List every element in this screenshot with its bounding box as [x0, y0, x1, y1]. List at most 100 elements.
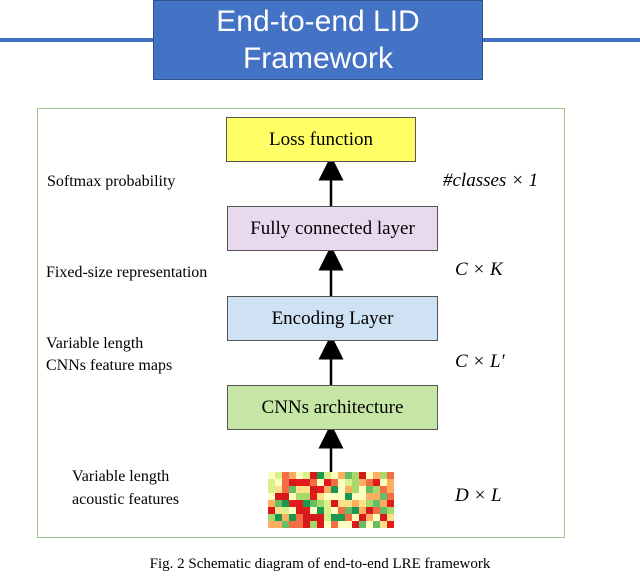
- heatmap-cell: [317, 493, 324, 500]
- heatmap-cell: [310, 486, 317, 493]
- heatmap-cell: [380, 472, 387, 479]
- heatmap-cell: [317, 500, 324, 507]
- encoding-layer-label: Encoding Layer: [271, 307, 394, 329]
- heatmap-cell: [324, 472, 331, 479]
- heatmap-cell: [296, 521, 303, 528]
- heatmap-cell: [289, 514, 296, 521]
- heatmap-cell: [289, 493, 296, 500]
- heatmap-cell: [387, 486, 394, 493]
- heatmap-cell: [380, 507, 387, 514]
- heatmap-cell: [345, 493, 352, 500]
- dim-cl: C × L′: [455, 351, 505, 372]
- acoustic-label-1: Variable length: [72, 468, 170, 485]
- heatmap-cell: [345, 521, 352, 528]
- heatmap-cell: [303, 472, 310, 479]
- heatmap-cell: [359, 514, 366, 521]
- diagram-frame: [37, 108, 565, 538]
- heatmap-cell: [296, 472, 303, 479]
- heatmap-cell: [282, 507, 289, 514]
- heatmap-cell: [366, 479, 373, 486]
- heatmap-cell: [317, 507, 324, 514]
- heatmap-cell: [289, 486, 296, 493]
- heatmap-cell: [380, 514, 387, 521]
- heatmap-cell: [373, 507, 380, 514]
- heatmap-cell: [310, 507, 317, 514]
- heatmap-cell: [331, 486, 338, 493]
- heatmap-cell: [282, 514, 289, 521]
- heatmap-cell: [275, 493, 282, 500]
- heatmap-cell: [303, 507, 310, 514]
- heatmap-cell: [310, 472, 317, 479]
- heatmap-cell: [268, 500, 275, 507]
- heatmap-cell: [317, 472, 324, 479]
- heatmap-cell: [324, 507, 331, 514]
- heatmap-cell: [324, 493, 331, 500]
- heatmap-cell: [303, 493, 310, 500]
- heatmap-cell: [345, 479, 352, 486]
- heatmap-cell: [387, 500, 394, 507]
- heatmap-cell: [359, 486, 366, 493]
- encoding-layer-box: Encoding Layer: [227, 296, 438, 341]
- dim-classes: #classes × 1: [443, 170, 539, 191]
- heatmap-cell: [317, 521, 324, 528]
- heatmap-cell: [366, 521, 373, 528]
- fully-connected-label: Fully connected layer: [250, 217, 415, 239]
- heatmap-cell: [387, 521, 394, 528]
- heatmap-cell: [331, 521, 338, 528]
- heatmap-cell: [387, 514, 394, 521]
- heatmap-cell: [310, 500, 317, 507]
- heatmap-cell: [282, 500, 289, 507]
- heatmap-cell: [366, 507, 373, 514]
- heatmap-cell: [289, 507, 296, 514]
- heatmap-cell: [275, 521, 282, 528]
- heatmap-cell: [303, 500, 310, 507]
- heatmap-cell: [296, 493, 303, 500]
- heatmap-cell: [331, 514, 338, 521]
- heatmap-cell: [317, 479, 324, 486]
- heatmap-cell: [324, 479, 331, 486]
- dim-dl: D × L: [455, 485, 502, 506]
- heatmap-cell: [275, 486, 282, 493]
- heatmap-cell: [289, 500, 296, 507]
- heatmap-cell: [380, 500, 387, 507]
- heatmap-cell: [338, 514, 345, 521]
- heatmap-cell: [338, 500, 345, 507]
- heatmap-cell: [338, 472, 345, 479]
- fully-connected-box: Fully connected layer: [227, 206, 438, 251]
- heatmap-cell: [303, 521, 310, 528]
- title-banner: End-to-end LID Framework: [153, 0, 483, 80]
- heatmap-cell: [352, 500, 359, 507]
- heatmap-cell: [366, 493, 373, 500]
- heatmap-cell: [373, 493, 380, 500]
- heatmap-cell: [282, 493, 289, 500]
- acoustic-features-heatmap: [268, 472, 394, 528]
- heatmap-cell: [303, 514, 310, 521]
- heatmap-cell: [338, 486, 345, 493]
- heatmap-cell: [324, 514, 331, 521]
- heatmap-cell: [345, 500, 352, 507]
- heatmap-cell: [345, 514, 352, 521]
- heatmap-cell: [296, 507, 303, 514]
- figure-caption: Fig. 2 Schematic diagram of end-to-end L…: [149, 556, 491, 572]
- heatmap-cell: [317, 514, 324, 521]
- heatmap-cell: [268, 507, 275, 514]
- heatmap-cell: [345, 507, 352, 514]
- title-line-2: Framework: [242, 42, 393, 75]
- heatmap-cell: [352, 514, 359, 521]
- loss-function-box: Loss function: [226, 117, 416, 162]
- heatmap-cell: [380, 493, 387, 500]
- heatmap-cell: [296, 500, 303, 507]
- heatmap-cell: [359, 500, 366, 507]
- heatmap-cell: [345, 472, 352, 479]
- heatmap-cell: [296, 486, 303, 493]
- heatmap-cell: [373, 472, 380, 479]
- heatmap-cell: [268, 493, 275, 500]
- heatmap-cell: [366, 486, 373, 493]
- heatmap-cell: [373, 521, 380, 528]
- heatmap-cell: [387, 472, 394, 479]
- cnn-architecture-box: CNNs architecture: [227, 385, 438, 430]
- heatmap-cell: [338, 479, 345, 486]
- heatmap-cell: [282, 486, 289, 493]
- heatmap-cell: [296, 514, 303, 521]
- heatmap-cell: [338, 493, 345, 500]
